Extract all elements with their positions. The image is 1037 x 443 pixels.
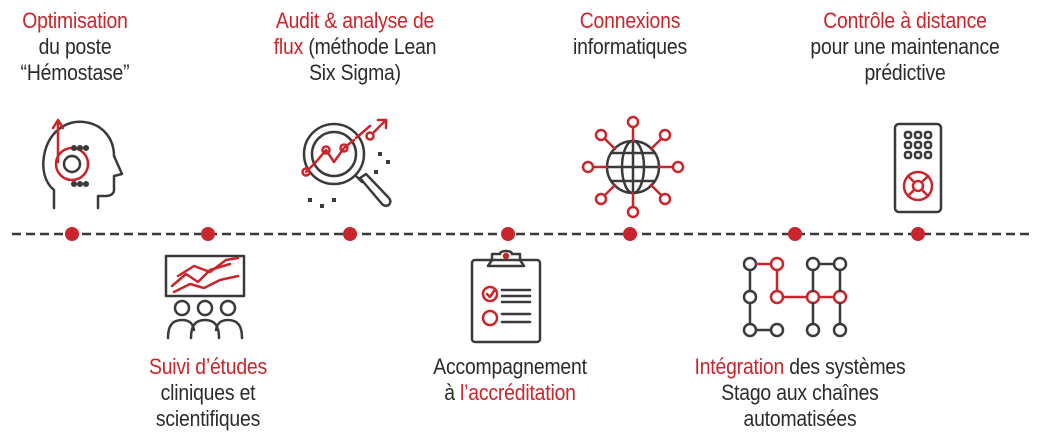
timeline-dot bbox=[201, 227, 215, 241]
connexions-line2: informatiques bbox=[573, 34, 687, 59]
suivi-title: Suivi d’études bbox=[148, 354, 268, 379]
optimisation-line2: du poste bbox=[38, 34, 112, 59]
label-accreditation: Accompagnement à l’accréditation bbox=[418, 354, 603, 406]
label-connexions: Connexions informatiques bbox=[555, 8, 705, 60]
circuit-nodes-icon bbox=[740, 252, 850, 342]
timeline-dot bbox=[911, 227, 925, 241]
integration-line1: des systèmes bbox=[784, 354, 906, 379]
magnifier-chart-icon bbox=[298, 112, 408, 217]
presentation-audience-icon bbox=[160, 252, 250, 342]
label-optimisation: Optimisation du poste “Hémostase” bbox=[9, 8, 141, 86]
timeline-dot bbox=[623, 227, 637, 241]
timeline-dot bbox=[65, 227, 79, 241]
optimisation-line3: “Hémostase” bbox=[20, 60, 130, 85]
optimisation-title: Optimisation bbox=[22, 8, 128, 33]
label-audit: Audit & analyse de flux (méthode Lean Si… bbox=[267, 8, 443, 86]
controle-line2: pour une maintenance bbox=[810, 34, 1000, 59]
audit-title: Audit & analyse de bbox=[275, 8, 435, 33]
globe-network-icon bbox=[578, 113, 688, 221]
suivi-line3: scientifiques bbox=[155, 406, 261, 431]
integration-line2: Stago aux chaînes bbox=[721, 380, 879, 405]
audit-line2: (méthode Lean bbox=[303, 34, 437, 59]
timeline-dot bbox=[788, 227, 802, 241]
timeline-dot bbox=[343, 227, 357, 241]
label-controle: Contrôle à distance pour une maintenance… bbox=[804, 8, 1006, 86]
audit-line3: Six Sigma) bbox=[309, 60, 401, 85]
connexions-title: Connexions bbox=[579, 8, 681, 33]
suivi-line2: cliniques et bbox=[160, 380, 256, 405]
head-target-icon bbox=[40, 108, 124, 218]
audit-title-tail: flux bbox=[273, 34, 304, 59]
accreditation-title: l’accréditation bbox=[460, 380, 576, 405]
controle-title: Contrôle à distance bbox=[823, 8, 987, 33]
remote-control-icon bbox=[893, 122, 943, 214]
accreditation-line1: Accompagnement bbox=[433, 354, 587, 379]
label-integration: Intégration des systèmes Stago aux chaîn… bbox=[681, 354, 919, 432]
controle-line3: prédictive bbox=[864, 60, 946, 85]
integration-line3: automatisées bbox=[743, 406, 857, 431]
clipboard-checklist-icon bbox=[468, 248, 544, 344]
accreditation-prefix: à bbox=[444, 380, 461, 405]
integration-title: Intégration bbox=[694, 354, 785, 379]
timeline-dot bbox=[501, 227, 515, 241]
label-suivi: Suivi d’études cliniques et scientifique… bbox=[131, 354, 286, 432]
